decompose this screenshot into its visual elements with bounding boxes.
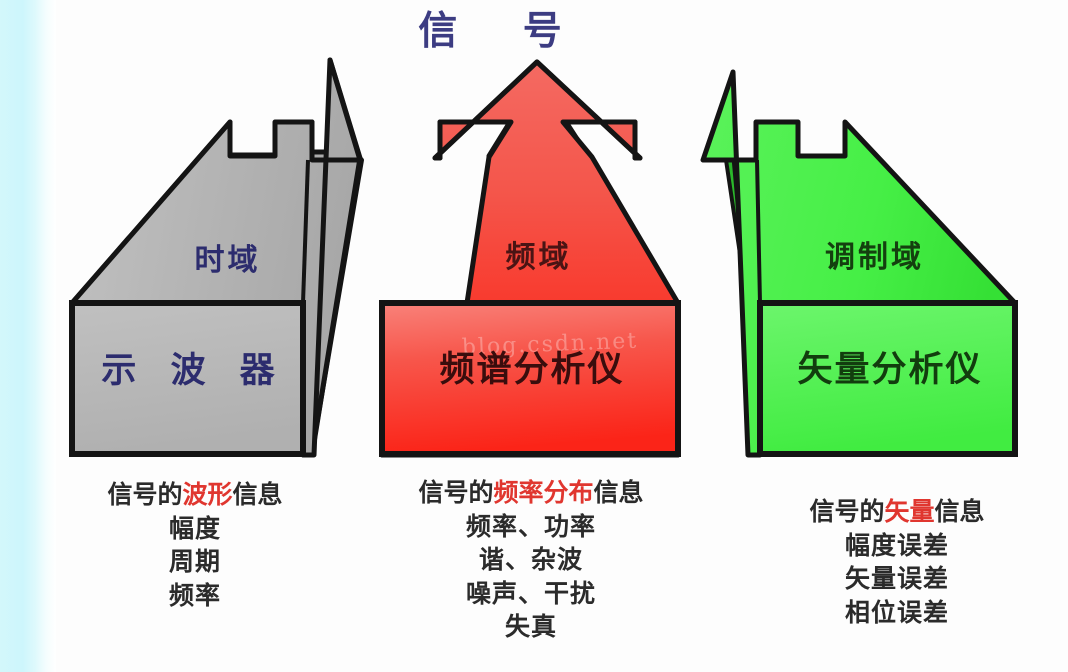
modulation-domain-label: 调制域 (825, 240, 924, 275)
frequency-instrument-box (379, 300, 681, 457)
time-domain-label: 时域 (194, 243, 261, 278)
time-domain-description: 信号的波形信息幅度周期频率 (40, 478, 350, 612)
vector-analyzer-name: 矢量分析仪 (797, 349, 983, 390)
modulation-arrow-edge-highlight (755, 159, 762, 304)
frequency-domain-arrow (379, 59, 681, 458)
headline-highlight: 频率分布 (493, 478, 594, 507)
headline-suffix: 信息 (934, 497, 985, 526)
headline-prefix: 信号的 (809, 497, 885, 526)
headline-prefix: 信号的 (418, 478, 494, 507)
headline-suffix: 信息 (593, 478, 644, 507)
description-item: 相位误差 (844, 597, 949, 627)
description-item: 矢量误差 (844, 564, 949, 593)
modulation-instrument-box (757, 300, 1018, 457)
frequency-domain-description: 信号的频率分布信息频率、功率谐、杂波噪声、干扰失真 (372, 476, 690, 644)
spectrum-analyzer-name: 频谱分析仪 (439, 349, 625, 390)
description-item: 幅度 (168, 513, 221, 543)
page-title: 信 号 (418, 8, 588, 54)
description-item: 谐、杂波 (478, 545, 583, 574)
frequency-domain-label: 频域 (505, 240, 572, 275)
modulation-domain-arrow (700, 69, 1018, 458)
description-item: 频率、功率 (465, 511, 596, 541)
description-item: 周期 (168, 547, 221, 576)
description-item: 失真 (504, 612, 557, 641)
headline-highlight: 矢量 (884, 497, 935, 526)
description-headline: 信号的频率分布信息 (372, 476, 690, 510)
time-domain-arrow (69, 57, 364, 458)
headline-prefix: 信号的 (107, 480, 183, 509)
description-headline: 信号的矢量信息 (742, 495, 1052, 529)
description-item: 噪声、干扰 (465, 578, 596, 608)
description-item: 频率 (168, 580, 221, 610)
oscilloscope-name: 示 波 器 (101, 350, 286, 391)
headline-highlight: 波形 (182, 480, 233, 509)
time-arrow-edge-highlight (301, 159, 310, 304)
description-headline: 信号的波形信息 (40, 478, 350, 512)
headline-suffix: 信息 (232, 480, 283, 509)
time-instrument-box (69, 300, 306, 457)
modulation-domain-description: 信号的矢量信息幅度误差矢量误差相位误差 (742, 495, 1052, 629)
description-item: 幅度误差 (844, 530, 949, 560)
